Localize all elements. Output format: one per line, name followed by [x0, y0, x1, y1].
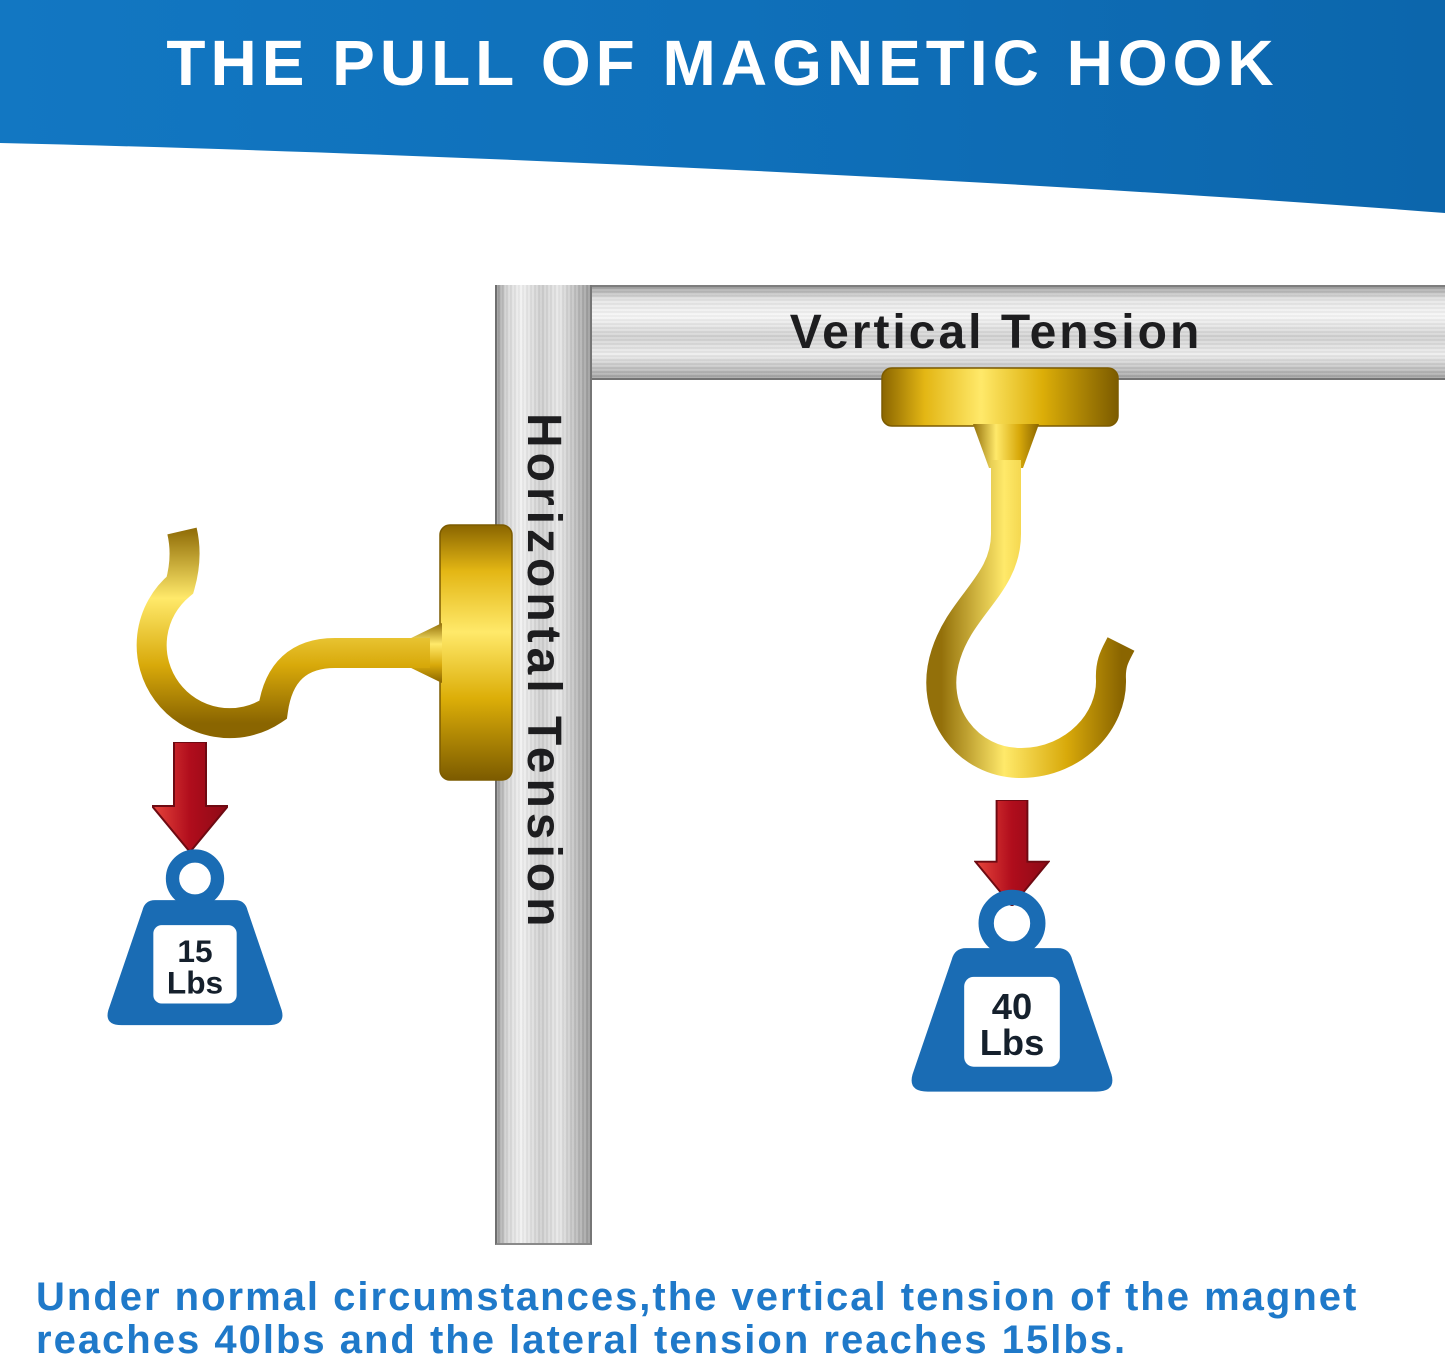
down-arrow-icon — [152, 742, 228, 852]
magnetic-hook-vertical-icon — [881, 367, 1135, 779]
magnet-base — [439, 524, 513, 781]
vertical-tension-label: Vertical Tension — [789, 306, 1203, 359]
footer-description: Under normal circumstances,the vertical … — [36, 1275, 1416, 1363]
page-title: THE PULL OF MAGNETIC HOOK — [166, 27, 1279, 99]
header-curve-shape — [0, 0, 1445, 213]
magnet-neck — [973, 424, 1039, 468]
magnet-base — [881, 367, 1119, 427]
footer-line-1: Under normal circumstances,the vertical … — [36, 1275, 1359, 1319]
weight-value: 15 — [177, 933, 212, 969]
hook-wire — [136, 527, 430, 739]
weight-40lbs-icon: 40 Lbs — [911, 889, 1113, 1092]
weight-label-plate — [153, 925, 237, 1004]
weight-label-plate — [964, 976, 1060, 1067]
horizontal-tension-label: Horizontal Tension — [517, 413, 570, 932]
weight-unit: Lbs — [980, 1022, 1045, 1063]
weight-ring — [165, 849, 225, 908]
weight-ring — [978, 889, 1046, 957]
weight-15lbs-icon: 15 Lbs — [107, 849, 283, 1026]
footer-line-2: reaches 40lbs and the lateral tension re… — [36, 1318, 1128, 1363]
weight-value: 40 — [992, 986, 1032, 1027]
down-arrow-icon — [974, 800, 1050, 906]
weight-unit: Lbs — [167, 965, 223, 1001]
header-banner — [0, 0, 1445, 213]
hook-wire — [926, 460, 1135, 779]
magnetic-hook-horizontal-icon — [136, 524, 513, 781]
horizontal-metal-bar: Vertical Tension — [495, 285, 1445, 380]
